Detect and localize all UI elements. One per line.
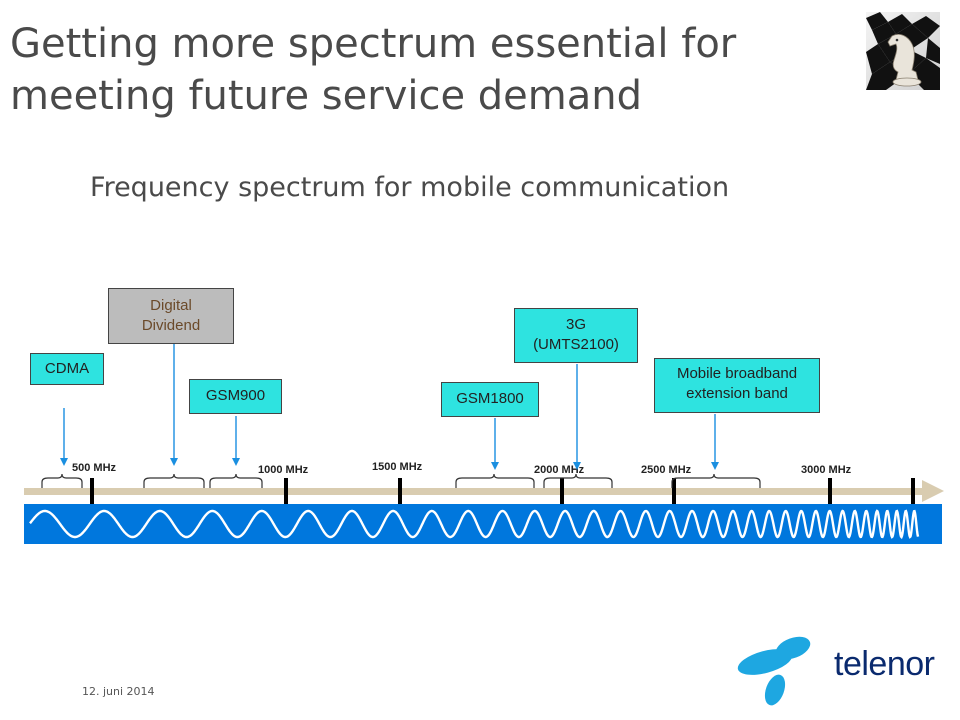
tick-2500 — [672, 478, 676, 504]
band-label-mobile-broadband-2: extension band — [686, 385, 788, 402]
arrow-3g-head — [573, 462, 581, 470]
slide-date: 12. juni 2014 — [82, 685, 155, 698]
band-label-gsm1800: GSM1800 — [456, 390, 524, 407]
tick-label-2500: 2500 MHz — [641, 464, 692, 476]
arrow-cdma-head — [60, 458, 68, 466]
arrow-gsm1800-head — [491, 462, 499, 470]
tick-label-1500: 1500 MHz — [372, 461, 423, 473]
telenor-logo-mark — [737, 636, 811, 706]
tick-label-500: 500 MHz — [72, 462, 117, 474]
tick-end — [911, 478, 915, 504]
band-label-digital-dividend-1: Digital — [150, 297, 192, 314]
band-box-gsm1800: GSM1800 — [441, 382, 539, 417]
axis-ticks — [90, 478, 915, 504]
brace-cdma — [41, 473, 83, 488]
tick-label-3000: 3000 MHz — [801, 464, 852, 476]
slide-title: Getting more spectrum essential for meet… — [10, 18, 840, 122]
band-label-mobile-broadband-1: Mobile broadband — [676, 365, 798, 382]
band-label-gsm900: GSM900 — [205, 387, 266, 404]
band-box-cdma: CDMA — [30, 353, 104, 385]
chess-knight-image — [866, 12, 940, 90]
arrow-digital-dividend-head — [170, 458, 178, 466]
slide-title-line-1: Getting more spectrum essential for — [10, 21, 737, 67]
band-label-digital-dividend-2: Dividend — [141, 317, 201, 334]
diagram-subtitle: Frequency spectrum for mobile communicat… — [90, 172, 730, 203]
band-box-mobile-broadband: Mobile broadband extension band — [654, 358, 820, 413]
telenor-logo-text: telenor — [834, 645, 935, 683]
frequency-axis-arrowhead — [922, 480, 944, 502]
tick-1500 — [398, 478, 402, 504]
brace-mobile-broadband — [671, 473, 761, 488]
brace-gsm1800 — [455, 473, 535, 488]
brace-digital-dividend — [143, 473, 205, 488]
slide-title-line-2: meeting future service demand — [10, 73, 643, 119]
tick-1000 — [284, 478, 288, 504]
frequency-axis — [24, 488, 924, 495]
band-label-3g-2: (UMTS2100) — [533, 336, 619, 353]
tick-500 — [90, 478, 94, 504]
tick-3000 — [828, 478, 832, 504]
frequency-wave — [29, 509, 920, 540]
band-label-cdma: CDMA — [44, 360, 90, 377]
arrow-gsm900-head — [232, 458, 240, 466]
brace-3g — [543, 473, 613, 488]
band-box-digital-dividend: Digital Dividend — [108, 288, 234, 344]
tick-label-1000: 1000 MHz — [258, 464, 309, 476]
arrow-mobile-broadband-head — [711, 462, 719, 470]
tick-2000 — [560, 478, 564, 504]
brace-gsm900 — [209, 473, 263, 488]
tick-label-2000: 2000 MHz — [534, 464, 585, 476]
band-box-gsm900: GSM900 — [189, 379, 282, 414]
band-box-3g: 3G (UMTS2100) — [514, 308, 638, 363]
band-label-3g-1: 3G — [565, 316, 586, 333]
